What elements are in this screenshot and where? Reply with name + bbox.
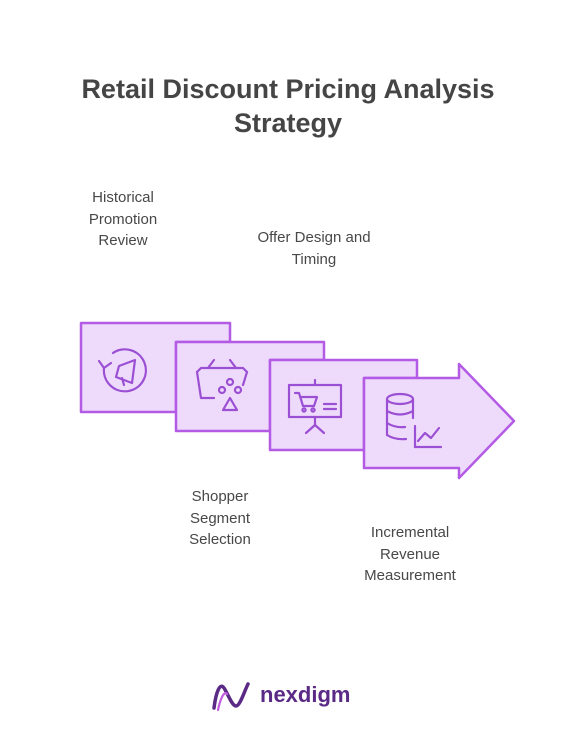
step-1-label: Historical Promotion Review (88, 189, 158, 249)
brand-footer: nexdigm (210, 676, 370, 716)
title-line-1: Retail Discount Pricing Analysis (81, 74, 495, 104)
basket-segment-icon (195, 358, 249, 412)
step-2-panel (174, 340, 326, 433)
database-chart-icon (385, 392, 443, 449)
page-title: Retail Discount Pricing Analysis Strateg… (40, 72, 536, 140)
step-3-label: Offer Design and Timing (257, 229, 371, 268)
title-line-2: Strategy (233, 108, 343, 138)
nexdigm-logo-icon (212, 682, 250, 712)
megaphone-refresh-icon (97, 348, 147, 393)
step-4-shape (362, 362, 516, 480)
step-4-panel (362, 362, 516, 480)
brand-name: nexdigm (260, 682, 351, 707)
step-1-panel (79, 321, 232, 414)
step-4-label: Incremental Revenue Measurement (364, 524, 456, 584)
step-2-label: Shopper Segment Selection (189, 488, 251, 548)
presentation-cart-icon (287, 378, 343, 435)
